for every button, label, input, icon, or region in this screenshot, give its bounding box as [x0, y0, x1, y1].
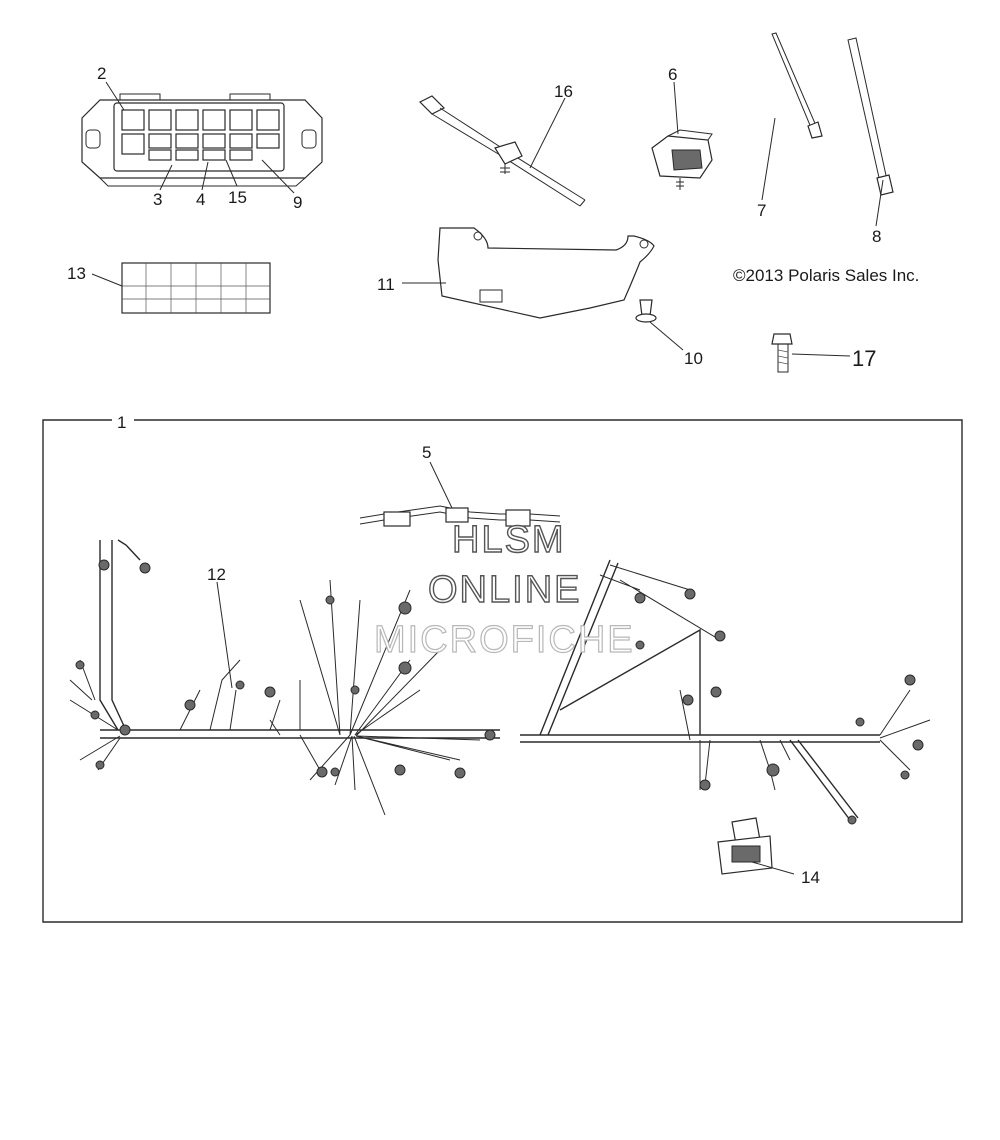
- main-wire-harness-right: [520, 559, 931, 825]
- watermark-line-3: MICROFICHE: [374, 619, 635, 661]
- copyright-notice: ©2013 Polaris Sales Inc.: [733, 266, 919, 285]
- callout-16: 16: [554, 82, 573, 101]
- connector-clip: [651, 129, 713, 190]
- bolt: [771, 333, 793, 373]
- callout-1: 1: [117, 413, 126, 432]
- inline-fuse-harness: [359, 505, 561, 527]
- fuse-relay-box: [81, 93, 323, 187]
- callout-5: 5: [422, 443, 431, 462]
- callout-12: 12: [207, 565, 226, 584]
- callout-9: 9: [293, 193, 302, 212]
- callout-15: 15: [228, 188, 247, 207]
- fuse-label-decal: [121, 262, 271, 314]
- cable-tie-clip: [418, 95, 586, 207]
- callout-11: 11: [377, 275, 395, 294]
- cable-tie-7: [771, 32, 823, 139]
- callout-labels: 1 2 3 4 5 6 7 8 9 10 11 12 13 14 15 16 1…: [67, 64, 881, 887]
- callout-13: 13: [67, 264, 86, 283]
- push-rivet: [635, 299, 657, 323]
- mounting-bracket: [437, 227, 655, 319]
- callout-10: 10: [684, 349, 703, 368]
- assembly-frame: [42, 419, 963, 923]
- callout-7: 7: [757, 201, 766, 220]
- watermark-line-2: ONLINE: [428, 569, 581, 611]
- cable-tie-8: [847, 37, 894, 196]
- callout-17: 17: [852, 346, 876, 371]
- main-wire-harness-left: [69, 539, 500, 816]
- callout-4: 4: [196, 190, 205, 209]
- callout-14: 14: [801, 868, 820, 887]
- watermark: HLSM ONLINE MICROFICHE: [373, 518, 635, 661]
- callout-8: 8: [872, 227, 881, 246]
- callout-3: 3: [153, 190, 162, 209]
- watermark-line-1: HLSM: [452, 519, 566, 561]
- leader-lines: [91, 81, 884, 875]
- diagnostic-connector: [717, 817, 773, 875]
- callout-6: 6: [668, 65, 677, 84]
- callout-2: 2: [97, 64, 106, 83]
